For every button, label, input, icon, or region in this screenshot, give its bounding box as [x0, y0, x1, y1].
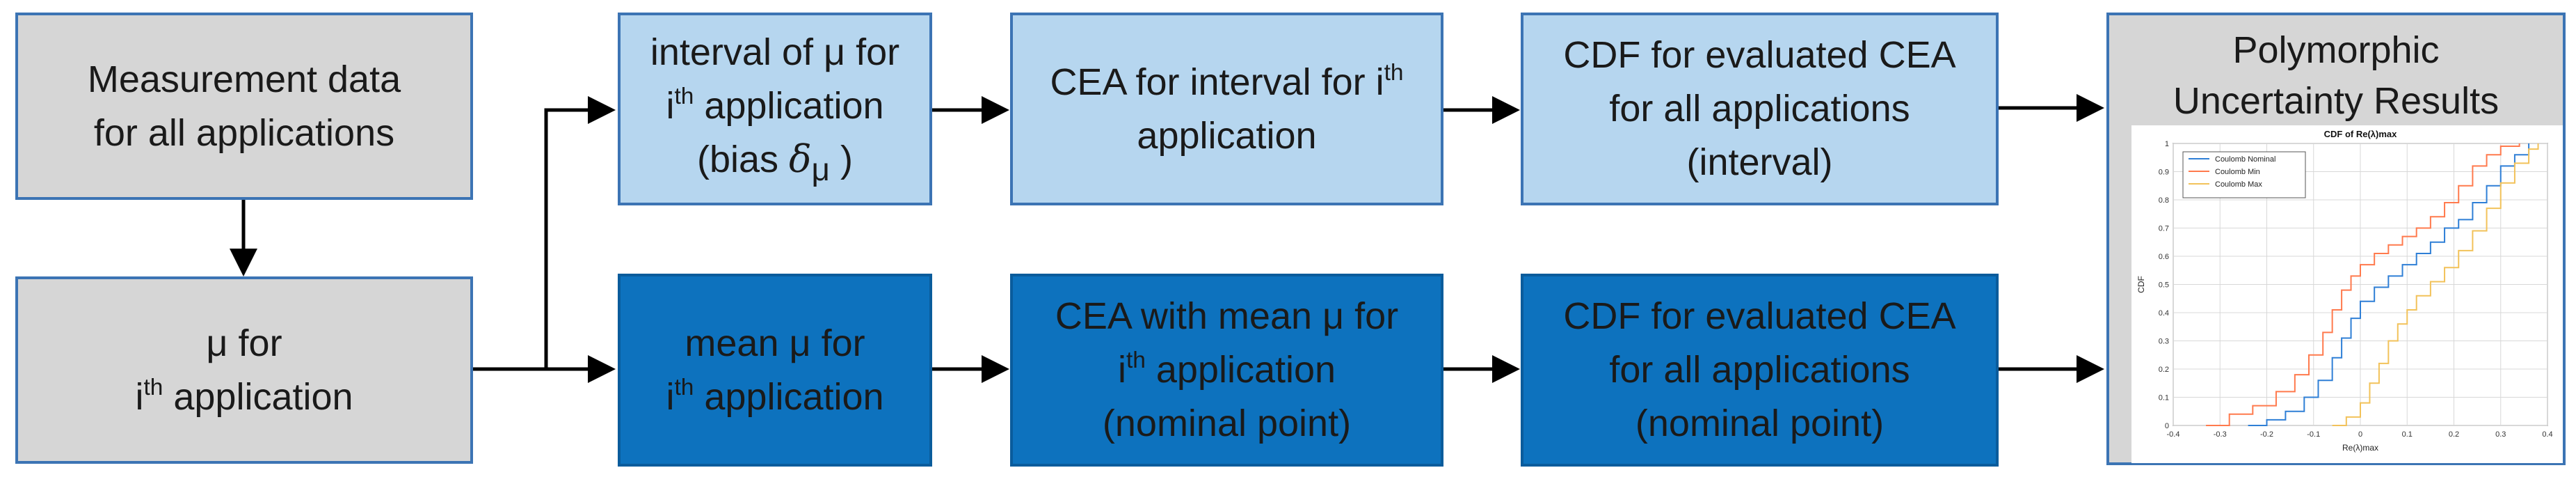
interval-mu-line2-pre: i — [666, 85, 675, 127]
cdf-chart: -0.4 -0.3 -0.2 -0.1 0 0.1 0.2 0.3 0.4 0 0.1 0.2 0.3 0… — [2131, 125, 2563, 463]
series-line-2 — [2332, 143, 2539, 426]
y-tick-label: 0.7 — [2159, 225, 2169, 233]
cdf-chart-svg: -0.4 -0.3 -0.2 -0.1 0 0.1 0.2 0.3 0.4 0 0.1 0.2 0.3 0… — [2136, 129, 2553, 453]
results-line1: Polymorphic — [2232, 29, 2440, 71]
chart-title: CDF of Re(λ)max — [2324, 129, 2398, 139]
mean-mu-line2-post: application — [694, 375, 884, 418]
y-tick-label: 1 — [2165, 140, 2169, 148]
y-tick-label: 0.9 — [2159, 169, 2169, 177]
y-tick-label: 0.6 — [2159, 253, 2169, 261]
cea-interval-line1: CEA for interval for ith — [1050, 56, 1403, 109]
y-tick-label: 0 — [2165, 422, 2169, 430]
mu-line1: μ for — [206, 322, 282, 364]
cea-mean-box: CEA with mean μ for ith application (nom… — [1010, 274, 1443, 467]
x-tick-label: -0.2 — [2260, 430, 2273, 439]
interval-mu-box: interval of μ for ith application (bias … — [618, 13, 932, 205]
cea-mean-line2-post: application — [1145, 349, 1336, 391]
interval-mu-line3: (bias δμ ) — [697, 133, 853, 192]
cea-interval-line1-pre: CEA for interval for i — [1050, 61, 1384, 103]
y-tick-label: 0.5 — [2159, 281, 2169, 290]
cea-mean-line1: CEA with mean μ for — [1055, 295, 1399, 338]
x-tick-label: 0.1 — [2402, 430, 2413, 439]
results-line2: Uncertainty Results — [2173, 79, 2499, 122]
y-tick-label: 0.8 — [2159, 196, 2169, 205]
interval-mu-line2: ith application — [666, 79, 883, 133]
y-tick-label: 0.1 — [2159, 394, 2169, 402]
cdf-interval-box: CDF for evaluated CEA for all applicatio… — [1521, 13, 1999, 205]
series-line-0 — [2248, 143, 2530, 426]
y-axis-label: CDF — [2136, 276, 2146, 293]
x-tick-label: 0.3 — [2495, 430, 2506, 439]
cea-mean-line2-pre: i — [1117, 349, 1126, 391]
cea-mean-line2: ith application — [1118, 343, 1336, 397]
x-tick-label: 0.4 — [2542, 430, 2552, 439]
cea-interval-box: CEA for interval for ith application — [1010, 13, 1443, 205]
cdf-nominal-line1: CDF for evaluated CEA — [1563, 295, 1956, 338]
measurement-line1: Measurement data — [87, 58, 401, 100]
mean-mu-line2: ith application — [666, 370, 883, 424]
cea-interval-line1-sup: th — [1384, 60, 1404, 86]
mu-line2-pre: i — [135, 375, 144, 418]
cdf-nominal-line3: (nominal point) — [1635, 402, 1885, 444]
interval-mu-line2-post: application — [694, 85, 884, 127]
mean-mu-box: mean μ for ith application — [618, 274, 932, 467]
series-line-1 — [2206, 143, 2520, 426]
measurement-data-box: Measurement data for all applications — [15, 13, 473, 200]
x-tick-label: 0.2 — [2449, 430, 2459, 439]
interval-mu-line2-sup: th — [674, 84, 694, 110]
legend-label-2: Coulomb Max — [2215, 180, 2262, 189]
mean-mu-line2-pre: i — [666, 375, 675, 418]
measurement-line2: for all applications — [93, 111, 395, 154]
mu-line2-sup: th — [143, 374, 163, 400]
mu-line2: ith application — [135, 370, 353, 424]
cdf-nominal-box: CDF for evaluated CEA for all applicatio… — [1521, 274, 1999, 467]
y-tick-label: 0.4 — [2159, 309, 2169, 318]
arrow-split-to-interval — [544, 96, 616, 369]
mean-mu-line1: mean μ for — [685, 322, 865, 364]
cdf-nominal-line2: for all applications — [1609, 349, 1910, 391]
bias-close: ) — [830, 138, 853, 180]
x-tick-label: -0.4 — [2167, 430, 2180, 439]
mean-mu-line2-sup: th — [674, 374, 694, 400]
x-axis-label: Re(λ)max — [2342, 443, 2378, 453]
x-tick-label: 0 — [2358, 430, 2362, 439]
cea-mean-line2-sup: th — [1126, 347, 1146, 374]
y-tick-label: 0.3 — [2159, 338, 2169, 346]
cdf-interval-line3: (interval) — [1686, 141, 1833, 183]
x-tick-label: -0.3 — [2214, 430, 2227, 439]
cdf-interval-line2: for all applications — [1609, 88, 1910, 130]
interval-mu-line1: interval of μ for — [650, 31, 900, 74]
cea-interval-line2: application — [1137, 114, 1317, 157]
cea-mean-line3: (nominal point) — [1102, 402, 1352, 444]
legend-label-0: Coulomb Nominal — [2215, 155, 2275, 164]
mu-line2-post: application — [163, 375, 353, 418]
legend-label-1: Coulomb Min — [2215, 168, 2260, 176]
bias-label: (bias — [696, 138, 790, 180]
delta-symbol: δ — [789, 136, 812, 181]
y-tick-label: 0.2 — [2159, 366, 2169, 374]
cdf-interval-line1: CDF for evaluated CEA — [1563, 34, 1956, 77]
mu-application-box: μ for ith application — [15, 276, 473, 464]
x-tick-label: -0.1 — [2307, 430, 2320, 439]
delta-subscript: μ — [811, 150, 830, 187]
